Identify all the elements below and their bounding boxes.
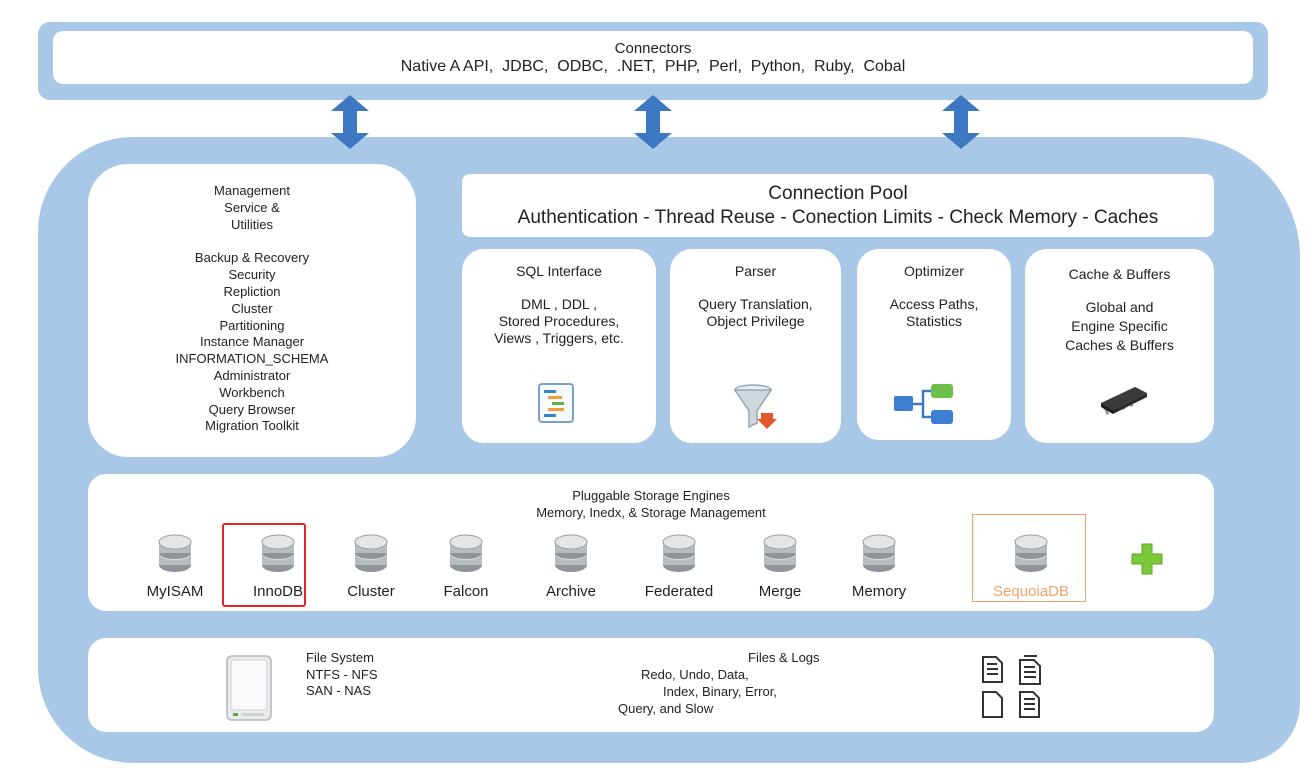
document-icons — [982, 655, 1041, 718]
parser-panel: Parser Query Translation, Object Privile… — [670, 249, 841, 443]
files-logs-line: Index, Binary, Error, — [663, 684, 777, 699]
storage-title: Pluggable Storage Engines — [572, 488, 730, 503]
optimizer-title: Optimizer — [904, 263, 964, 279]
engine-label-memory: Memory — [851, 583, 907, 600]
cache-title: Cache & Buffers — [1068, 266, 1171, 282]
management-item: Query Browser — [208, 401, 296, 417]
engine-label-merge: Merge — [758, 583, 802, 600]
management-item: Administrator — [213, 367, 291, 383]
engine-label-myisam: MyISAM — [146, 583, 204, 600]
management-item: Workbench — [219, 384, 285, 400]
database-icon — [554, 532, 588, 574]
management-panel: Management Service & Utilities Backup & … — [88, 164, 416, 457]
double-arrow-icon — [942, 95, 980, 149]
database-icon — [354, 532, 388, 574]
management-item: INFORMATION_SCHEMA — [175, 351, 329, 367]
connectors-title: Connectors — [614, 40, 692, 57]
parser-line: Object Privilege — [706, 313, 805, 329]
plus-icon — [1131, 543, 1163, 575]
database-icon — [662, 532, 696, 574]
optimizer-line: Statistics — [905, 313, 962, 329]
sequoiadb-highlight-box — [972, 514, 1086, 602]
files-logs-panel: File System NTFS - NFS SAN - NAS Files &… — [88, 638, 1214, 732]
connection-pool-title: Connection Pool — [768, 183, 908, 204]
cache-line: Engine Specific — [1071, 318, 1168, 334]
management-heading: Utilities — [231, 216, 273, 232]
management-item: Cluster — [231, 300, 273, 316]
parser-line: Query Translation, — [698, 296, 813, 312]
management-item: Backup & Recovery — [194, 250, 310, 266]
funnel-icon — [733, 384, 777, 429]
connection-pool-subtitle: Authentication - Thread Reuse - Conectio… — [517, 207, 1159, 228]
cache-line: Caches & Buffers — [1065, 337, 1174, 353]
sql-interface-line: Views , Triggers, etc. — [494, 330, 624, 346]
file-system-line: SAN - NAS — [306, 683, 372, 698]
parser-title: Parser — [734, 263, 777, 279]
management-heading: Service & — [224, 199, 280, 215]
sql-interface-title: SQL Interface — [516, 263, 602, 279]
engine-label-federated: Federated — [644, 583, 714, 600]
database-icon — [449, 532, 483, 574]
hard-drive-icon — [226, 655, 272, 721]
connectors-panel: Connectors Native A API, JDBC, ODBC, .NE… — [53, 31, 1253, 84]
connectors-list: Native A API, JDBC, ODBC, .NET, PHP, Per… — [400, 58, 906, 75]
management-item: Repliction — [223, 283, 281, 299]
double-arrow-icon — [634, 95, 672, 149]
engine-label-archive: Archive — [545, 583, 597, 600]
management-item: Partitioning — [219, 317, 285, 333]
list-tree-icon — [538, 383, 574, 423]
engine-label-falcon: Falcon — [443, 583, 489, 600]
management-item: Security — [228, 267, 276, 283]
cache-line: Global and — [1085, 299, 1154, 315]
file-system-line: NTFS - NFS — [306, 666, 378, 682]
engine-label-sequoiadb: SequoiaDB — [993, 583, 1069, 600]
file-system-line: File System — [306, 650, 374, 665]
optimizer-panel: Optimizer Access Paths, Statistics — [857, 249, 1011, 440]
database-icon — [862, 532, 896, 574]
management-heading: Management — [214, 183, 290, 198]
sql-interface-line: DML , DDL , — [521, 296, 597, 312]
database-icon — [158, 532, 192, 574]
memory-chip-icon — [1101, 387, 1147, 416]
sql-interface-panel: SQL Interface DML , DDL , Stored Procedu… — [462, 249, 656, 443]
sql-interface-line: Stored Procedures, — [498, 313, 620, 329]
management-item: Migration Toolkit — [205, 418, 299, 434]
storage-subtitle: Memory, Inedx, & Storage Management — [536, 505, 766, 520]
database-icon — [1014, 532, 1048, 574]
files-logs-line: Redo, Undo, Data, — [641, 667, 749, 682]
database-icon — [763, 532, 797, 574]
cache-panel: Cache & Buffers Global and Engine Specif… — [1025, 249, 1214, 443]
flowchart-icon — [894, 384, 953, 424]
storage-engines-panel: Pluggable Storage Engines Memory, Inedx,… — [88, 474, 1214, 611]
innodb-highlight-box — [222, 523, 306, 607]
engine-label-cluster: Cluster — [347, 583, 395, 600]
connection-pool-panel: Connection Pool Authentication - Thread … — [462, 174, 1214, 237]
double-arrow-icon — [331, 95, 369, 149]
optimizer-line: Access Paths, — [889, 296, 979, 312]
management-item: Instance Manager — [199, 334, 305, 350]
engine-label-innodb: InnoDB — [252, 583, 304, 600]
files-logs-title: Files & Logs — [748, 650, 820, 665]
database-icon — [261, 532, 295, 574]
files-logs-line: Query, and Slow — [618, 701, 714, 716]
